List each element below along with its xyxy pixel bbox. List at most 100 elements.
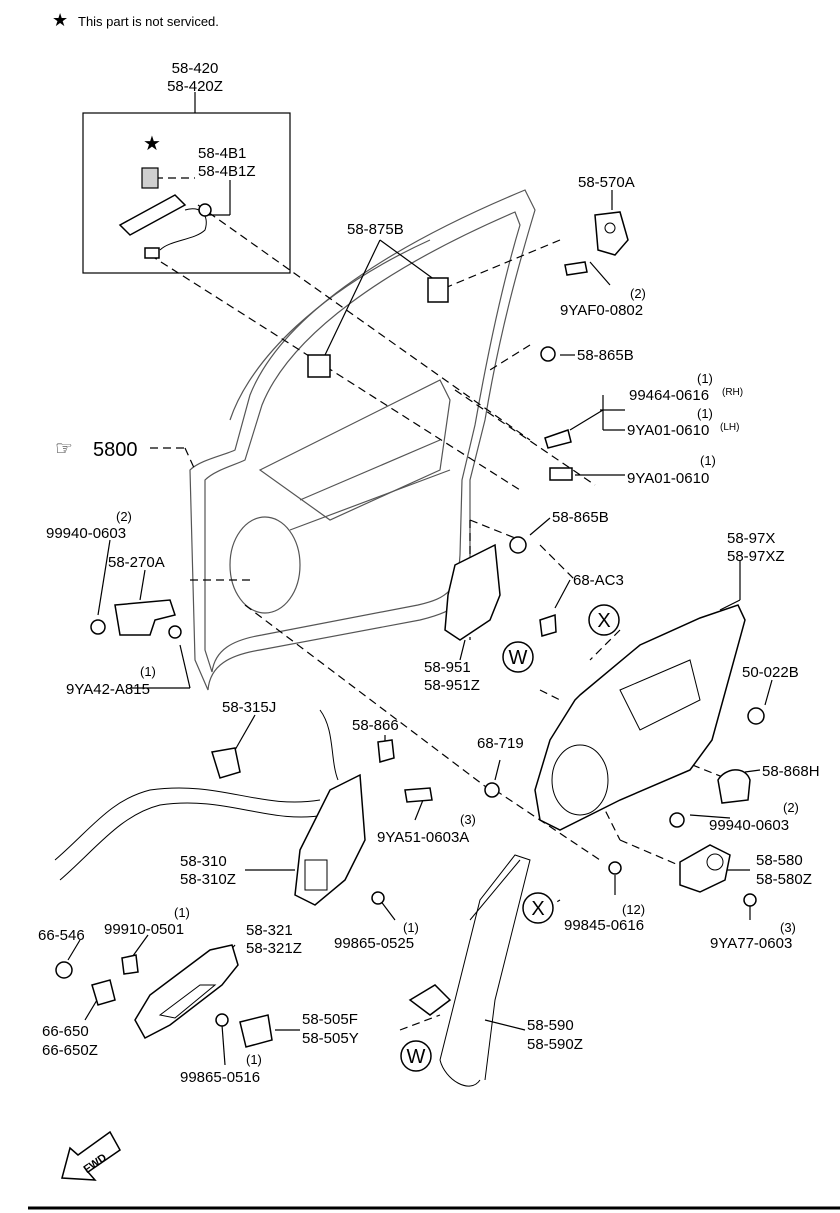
label-58-420z: 58-420Z <box>167 78 223 95</box>
label-9yaf0: 9YAF0-0802 <box>560 302 643 319</box>
qty-9yaf0: (2) <box>630 286 646 301</box>
marker-w-upper-text: W <box>509 647 528 669</box>
label-58-570a: 58-570A <box>578 174 635 191</box>
label-58-4b1: 58-4B1 <box>198 145 246 162</box>
screw-99845 <box>608 861 622 875</box>
door-latch-58-310 <box>294 773 366 906</box>
marker-x-lower-text: X <box>531 898 544 920</box>
label-58-310: 58-310 <box>180 853 227 870</box>
label-58-270a: 58-270A <box>108 554 165 571</box>
window-motor-58-580 <box>679 844 731 893</box>
label-99464: 99464-0616 <box>629 387 709 404</box>
label-58-951z: 58-951Z <box>424 677 480 694</box>
clip-lower <box>307 354 331 378</box>
part-labels: 58-420 58-420Z ★ 58-4B1 58-4B1Z 58-875B … <box>38 60 820 1086</box>
label-58-321z: 58-321Z <box>246 940 302 957</box>
label-58-865b-mid: 58-865B <box>552 509 609 526</box>
fwd-arrow: FWD <box>61 1130 121 1181</box>
outer-handle-rod <box>118 167 212 259</box>
label-58-4b1z: 58-4B1Z <box>198 163 256 180</box>
clip-68-ac3 <box>539 613 557 637</box>
hand-icon: ☞ <box>55 438 73 460</box>
bolt-9ya77 <box>743 893 757 907</box>
label-58-321: 58-321 <box>246 922 293 939</box>
clip-99910 <box>121 954 139 975</box>
qty-9ya51: (3) <box>460 812 476 827</box>
label-66-650z: 66-650Z <box>42 1042 98 1059</box>
markers: X W X W <box>400 604 620 1072</box>
label-99865-0525: 99865-0525 <box>334 935 414 952</box>
note-text: This part is not serviced. <box>78 14 219 29</box>
marker-x-lower <box>522 892 554 924</box>
stopper-58-865b-mid <box>509 536 527 554</box>
label-9ya01: 9YA01-0610 <box>627 470 709 487</box>
qty-99464: (1) <box>697 371 713 386</box>
qty-9ya01-lh: (1) <box>697 406 713 421</box>
label-99940-left: 99940-0603 <box>46 525 126 542</box>
qty-99865-0525: (1) <box>403 920 419 935</box>
latch-cables <box>54 787 321 861</box>
screw-99865-0525 <box>371 891 385 905</box>
window-regulator-58-590 <box>439 854 531 1081</box>
label-58-315j: 58-315J <box>222 699 276 716</box>
bolt-9ya51 <box>404 787 433 803</box>
label-9ya42: 9YA42-A815 <box>66 681 150 698</box>
bolt-9yaf0 <box>564 261 588 276</box>
label-58-951: 58-951 <box>424 659 471 676</box>
label-68-ac3: 68-AC3 <box>573 572 624 589</box>
label-66-650: 66-650 <box>42 1023 89 1040</box>
qty-9ya42: (1) <box>140 664 156 679</box>
label-58-505f: 58-505F <box>302 1011 358 1028</box>
marker-x-upper <box>588 604 620 636</box>
marker-x-upper-text: X <box>597 610 610 632</box>
label-58-505y: 58-505Y <box>302 1030 359 1047</box>
door-module-panel <box>534 604 746 831</box>
qty-99910: (1) <box>174 905 190 920</box>
label-99865-0516: 99865-0516 <box>180 1069 260 1086</box>
nut-99940-right <box>669 812 685 828</box>
label-9ya77: 9YA77-0603 <box>710 935 792 952</box>
label-5800: 5800 <box>93 439 138 461</box>
label-58-580z: 58-580Z <box>756 871 812 888</box>
star-icon: ★ <box>143 133 161 155</box>
label-9ya01-lh: 9YA01-0610 <box>627 422 709 439</box>
clip-68-719 <box>484 782 500 798</box>
label-58-865b-top: 58-865B <box>577 347 634 364</box>
label-58-310z: 58-310Z <box>180 871 236 888</box>
label-58-866: 58-866 <box>352 717 399 734</box>
dashed-guides <box>82 112 731 1031</box>
side-99464: (RH) <box>722 387 743 398</box>
qty-9ya01: (1) <box>700 453 716 468</box>
qty-99865-0516: (1) <box>246 1052 262 1067</box>
label-58-590z: 58-590Z <box>527 1036 583 1053</box>
label-9ya51: 9YA51-0603A <box>377 829 469 846</box>
label-99940-right: 99940-0603 <box>709 817 789 834</box>
label-58-590: 58-590 <box>527 1017 574 1034</box>
side-9ya01-lh: (LH) <box>720 422 739 433</box>
switch-66-650 <box>91 979 116 1006</box>
label-58-420: 58-420 <box>172 60 219 77</box>
nut-99940-left <box>90 619 106 635</box>
label-99845: 99845-0616 <box>564 917 644 934</box>
marker-w-lower <box>400 1040 432 1072</box>
label-58-868h: 58-868H <box>762 763 820 780</box>
bolt-99464 <box>544 429 572 449</box>
speaker-module <box>444 543 501 641</box>
bolt-9ya01 <box>549 467 573 481</box>
label-58-875b: 58-875B <box>347 221 404 238</box>
label-66-546: 66-546 <box>38 927 85 944</box>
label-58-97x: 58-97X <box>727 530 775 547</box>
qty-9ya77: (3) <box>780 920 796 935</box>
qty-99940-left: (2) <box>116 509 132 524</box>
star-icon: ★ <box>52 10 68 30</box>
label-99910: 99910-0501 <box>104 921 184 938</box>
qty-99845: (12) <box>622 902 645 917</box>
clip-upper <box>427 277 449 303</box>
parts <box>54 167 765 1087</box>
label-50-022b: 50-022B <box>742 664 799 681</box>
cap-58-505f <box>239 1014 273 1048</box>
qty-99940-right: (2) <box>783 800 799 815</box>
screw-50-022b <box>747 707 765 725</box>
check-hinge <box>594 211 629 256</box>
